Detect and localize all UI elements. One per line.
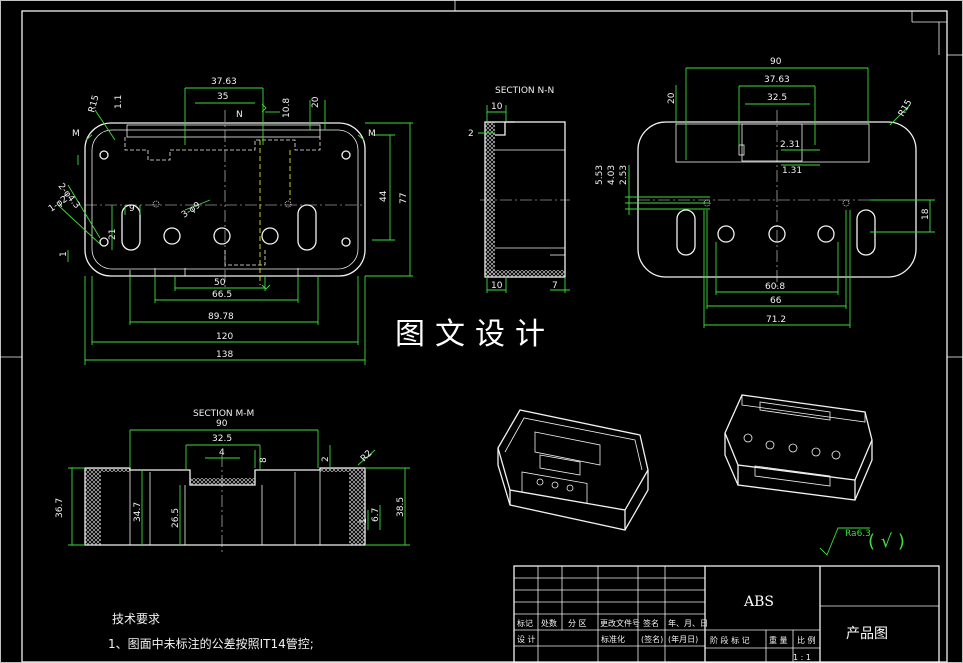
dim-mm-36-7: 36.7 bbox=[55, 498, 65, 518]
dim-right-60-8: 60.8 bbox=[765, 282, 785, 292]
isometric-view-1 bbox=[497, 409, 649, 531]
roughness-general-symbol: ( √ ) bbox=[868, 531, 905, 552]
dim-right-2-31: 2.31 bbox=[780, 140, 800, 150]
dim-right-71-2: 71.2 bbox=[766, 315, 786, 325]
section-mm-view bbox=[68, 429, 410, 555]
tb-sign-placeholder: (签名) bbox=[641, 634, 663, 644]
dim-mm-8: 8 bbox=[259, 457, 269, 463]
dim-right-18: 18 bbox=[921, 208, 931, 220]
dim-right-2-53: 2.53 bbox=[619, 165, 629, 185]
dim-mm-1: 1 bbox=[359, 518, 369, 524]
dim-top-r15: R15 bbox=[87, 94, 101, 114]
tb-stage-mark: 阶 段 标 记 bbox=[710, 635, 750, 645]
dim-mm-90: 90 bbox=[216, 419, 228, 429]
dim-right-66: 66 bbox=[770, 296, 782, 306]
dim-top-1-1: 1.1 bbox=[114, 95, 124, 109]
dim-right-4-03: 4.03 bbox=[607, 165, 617, 185]
top-view bbox=[57, 87, 413, 365]
dim-right-90: 90 bbox=[770, 57, 782, 67]
dim-mm-26-5: 26.5 bbox=[171, 508, 181, 528]
tb-material: ABS bbox=[743, 594, 774, 610]
dim-top-1: 1 bbox=[59, 251, 69, 257]
dim-mm-32-5: 32.5 bbox=[212, 434, 232, 444]
dim-top-50: 50 bbox=[214, 278, 226, 288]
dim-nn-10-bottom: 10 bbox=[491, 281, 503, 291]
dim-right-r15: R15 bbox=[897, 98, 915, 118]
dim-top-3-phi9: 3-φ9 bbox=[180, 200, 203, 220]
dim-top-20: 20 bbox=[311, 96, 321, 108]
dim-mm-4: 4 bbox=[219, 448, 225, 458]
roughness-value: Ra6.3 bbox=[845, 529, 871, 539]
dim-top-138: 138 bbox=[216, 350, 233, 360]
dim-top-10-8: 10.8 bbox=[282, 98, 292, 118]
dim-top-9: 9 bbox=[129, 204, 135, 214]
dim-top-44: 44 bbox=[379, 190, 389, 202]
dim-nn-2: 2 bbox=[468, 129, 474, 139]
dim-top-89-78: 89.78 bbox=[208, 312, 234, 322]
tech-notes-heading: 技术要求 bbox=[112, 612, 160, 626]
dim-right-1-31: 1.31 bbox=[782, 166, 802, 176]
dim-top-37-63: 37.63 bbox=[211, 77, 237, 87]
dim-mm-2: 2 bbox=[321, 456, 331, 462]
dim-mm-38-5: 38.5 bbox=[396, 497, 406, 517]
dim-top-21: 21 bbox=[108, 229, 118, 240]
tb-hdr-change-doc: 更改文件号 bbox=[600, 618, 640, 628]
tb-standardization: 标准化 bbox=[601, 634, 625, 644]
tech-notes-line-1: 1、图面中未标注的公差按照IT14管控; bbox=[108, 636, 314, 651]
tb-hdr-mark: 标记 bbox=[517, 618, 533, 628]
section-mark-right: M bbox=[368, 129, 376, 139]
dim-right-37-63: 37.63 bbox=[764, 75, 790, 85]
section-mark-left: M bbox=[72, 129, 80, 139]
dim-nn-10-top: 10 bbox=[491, 102, 503, 112]
dim-top-77: 77 bbox=[399, 193, 409, 204]
dim-right-5-53: 5.53 bbox=[595, 165, 605, 185]
drawing-title: 图文设计 bbox=[395, 317, 555, 352]
title-block bbox=[513, 565, 940, 663]
dim-top-120: 120 bbox=[216, 332, 233, 342]
section-nn-label: SECTION N-N bbox=[495, 86, 554, 96]
tb-weight: 重 量 bbox=[769, 635, 788, 645]
center-mark: N bbox=[236, 110, 243, 120]
section-mm-label: SECTION M-M bbox=[193, 409, 254, 419]
dim-right-20: 20 bbox=[667, 92, 677, 104]
section-nn-view bbox=[478, 105, 570, 293]
dim-mm-34-7: 34.7 bbox=[133, 502, 143, 522]
tb-drawing-name: 产品图 bbox=[846, 626, 888, 642]
tb-scale: 比 例 bbox=[797, 635, 816, 645]
dim-mm-6-7: 6.7 bbox=[371, 508, 381, 522]
dim-right-32-5: 32.5 bbox=[767, 93, 787, 103]
dim-nn-7: 7 bbox=[552, 281, 558, 291]
tb-scale-value: 1 : 1 bbox=[793, 653, 811, 662]
roughness-symbol bbox=[819, 527, 870, 556]
tb-hdr-zone: 分 区 bbox=[568, 619, 587, 628]
tb-hdr-count: 处数 bbox=[541, 618, 557, 628]
right-view bbox=[625, 67, 935, 328]
tb-hdr-sign: 签名 bbox=[643, 618, 659, 628]
dim-top-35: 35 bbox=[217, 92, 228, 102]
dim-top-66-5: 66.5 bbox=[212, 290, 232, 300]
tb-hdr-date: 年、月、日 bbox=[668, 618, 708, 628]
tb-design: 设 计 bbox=[517, 634, 536, 644]
tb-date-placeholder: (年月日) bbox=[668, 634, 698, 644]
isometric-view-2 bbox=[724, 394, 873, 501]
